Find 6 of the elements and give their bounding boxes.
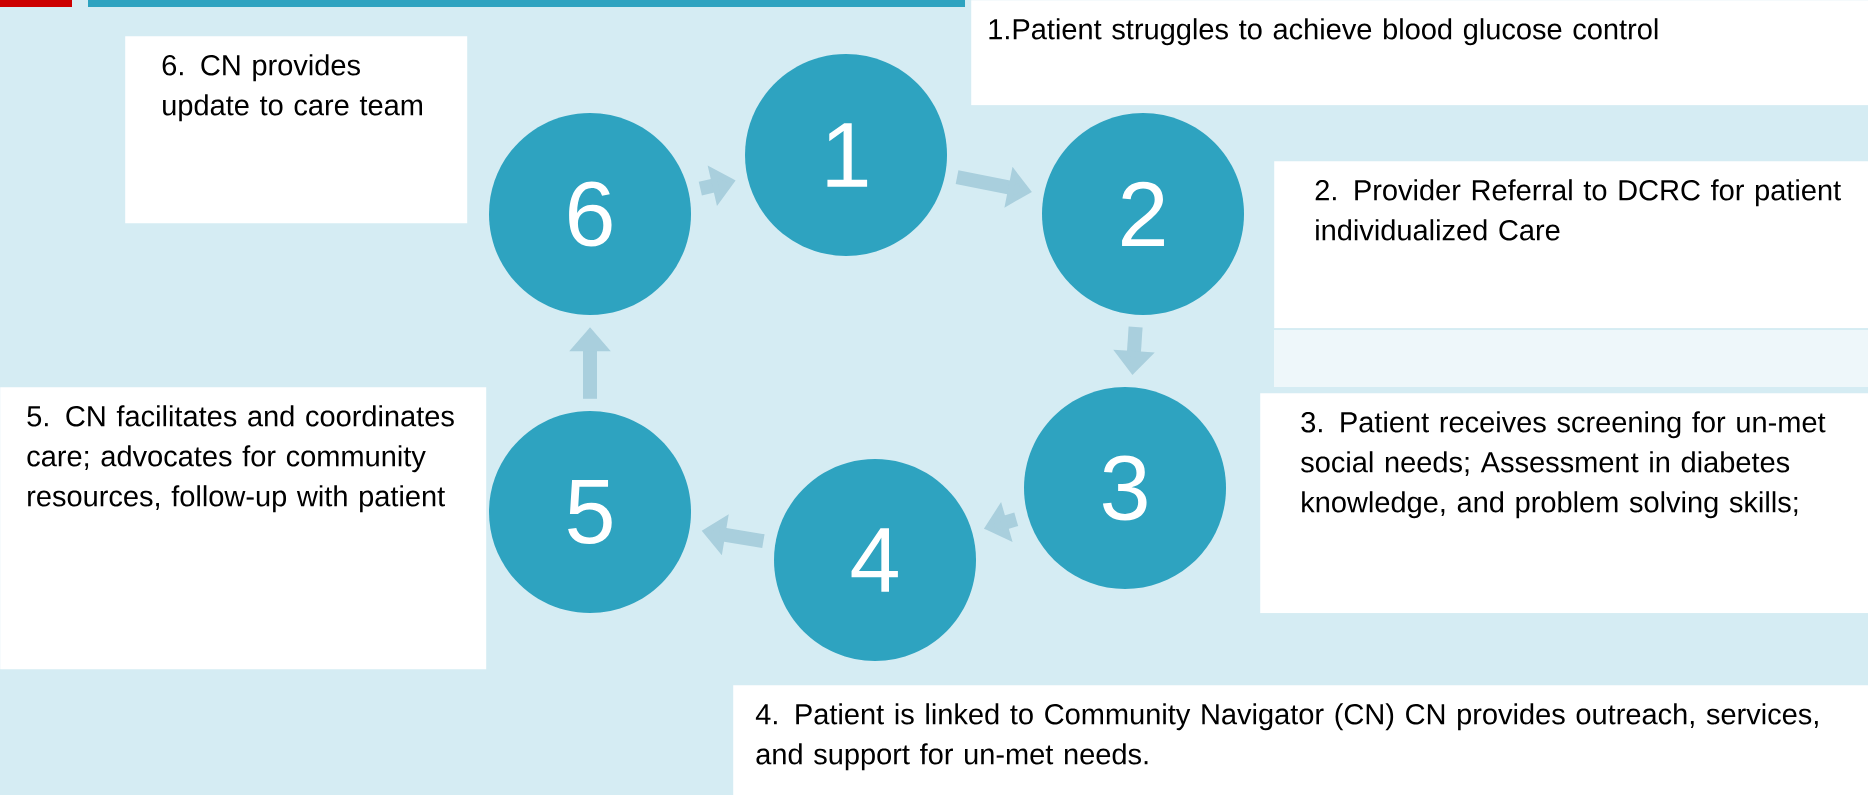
- text-box: 3. Patient receives screening for un-met social needs; Assessment in diabetes knowledge, and problem solving skills;: [1260, 393, 1868, 614]
- text-box: 5. CN facilitates and coordinates care; advocates for community resources, follow-up with patient: [0, 387, 487, 670]
- text-box: 4. Patient is linked to Community Navigator (CN) CN provides outreach, services, and support for un-met needs.: [733, 685, 1868, 795]
- text-box: 6. CN provides update to care team: [125, 36, 468, 224]
- text-box: 2. Provider Referral to DCRC for patient individualized Care: [1274, 161, 1868, 329]
- text-box: 1.Patient struggles to achieve blood glucose control: [971, 0, 1868, 106]
